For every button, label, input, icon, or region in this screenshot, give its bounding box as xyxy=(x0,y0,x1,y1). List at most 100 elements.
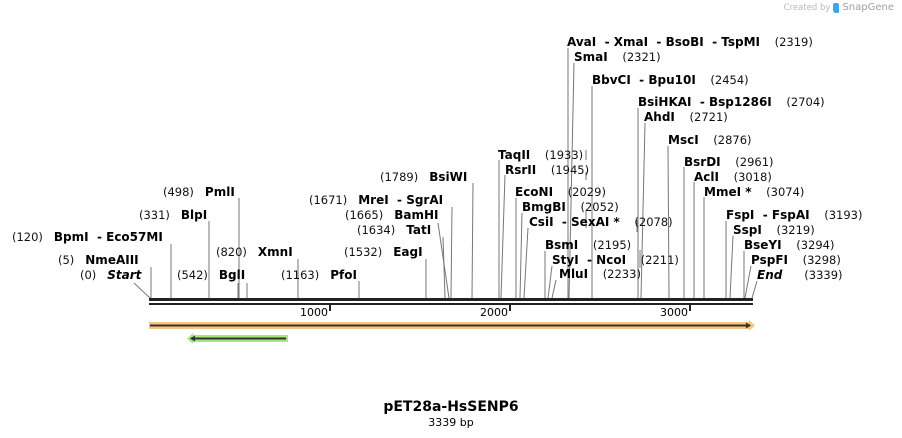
site-enzyme: MluI xyxy=(559,267,589,281)
site-enzyme: TatI xyxy=(406,223,432,237)
site-position: (2961) xyxy=(735,155,774,169)
site-position: (1671) xyxy=(309,193,348,207)
tick-label-1000: 1000 xyxy=(300,306,328,319)
site-label-bmgbi[interactable]: BmgBI (2052) xyxy=(522,200,619,214)
tick-label-3000: 3000 xyxy=(660,306,688,319)
site-label-pfoi[interactable]: (1163) PfoI xyxy=(281,268,357,282)
site-enzyme: BlpI xyxy=(180,208,208,222)
site-enzyme: BamHI xyxy=(394,208,439,222)
site-label-eagi[interactable]: (1532) EagI xyxy=(344,245,423,259)
site-position: (3074) xyxy=(766,185,805,199)
site-enzyme: MscI xyxy=(668,133,699,147)
site-label-pspfi[interactable]: PspFI (3298) xyxy=(751,253,841,267)
orange-feature-arrow[interactable] xyxy=(149,320,755,331)
site-enzyme: Start xyxy=(107,268,142,282)
site-label-msci[interactable]: MscI (2876) xyxy=(668,133,752,147)
site-label-bbvci-bpu10i[interactable]: BbvCI - Bpu10I (2454) xyxy=(592,73,749,87)
site-label-xmni[interactable]: (820) XmnI xyxy=(216,245,293,259)
site-enzyme: PspFI xyxy=(751,253,788,267)
site-position: (2876) xyxy=(713,133,752,147)
site-label-avai-xmai-bsobi-tspmi[interactable]: AvaI - XmaI - BsoBI - TspMI (2319) xyxy=(567,35,813,49)
site-label-fspi-fspai[interactable]: FspI - FspAI (3193) xyxy=(726,208,862,222)
site-label-start[interactable]: (0) Start xyxy=(80,268,141,282)
watermark-prefix: Created by xyxy=(783,2,831,13)
site-position: (2052) xyxy=(580,200,619,214)
site-position: (0) xyxy=(80,268,97,282)
site-label-bsihkai-bsp1286i[interactable]: BsiHKAI - Bsp1286I (2704) xyxy=(638,95,825,109)
site-position: (2454) xyxy=(710,73,749,87)
site-enzyme: TaqII xyxy=(498,148,531,162)
site-enzyme: MmeI * xyxy=(704,185,752,199)
site-position: (2195) xyxy=(592,238,632,252)
plasmid-name: pET28a-HsSENP6 xyxy=(383,399,519,415)
site-label-mrei-sgrai[interactable]: (1671) MreI - SgrAI xyxy=(309,193,443,207)
site-enzyme: SspI xyxy=(733,223,762,237)
site-label-bamhi[interactable]: (1665) BamHI xyxy=(345,208,438,222)
site-label-bsrdi[interactable]: BsrDI (2961) xyxy=(684,155,774,169)
site-enzyme: BmgBI xyxy=(522,200,566,214)
site-enzyme: EcoNI xyxy=(515,185,554,199)
site-position: (1163) xyxy=(281,268,320,282)
site-label-mlui[interactable]: MluI (2233) xyxy=(559,267,641,281)
site-enzyme: MreI - SgrAI xyxy=(358,193,444,207)
site-label-mmei[interactable]: MmeI * (3074) xyxy=(704,185,804,199)
site-enzyme: FspI - FspAI xyxy=(726,208,810,222)
site-position: (3219) xyxy=(776,223,815,237)
site-position: (1665) xyxy=(345,208,384,222)
site-label-bpmi-eco57mi[interactable]: (120) BpmI - Eco57MI xyxy=(12,230,163,244)
site-label-bsmi[interactable]: BsmI (2195) xyxy=(545,238,631,252)
backbone-bottom-strand xyxy=(149,303,753,305)
site-enzyme: AvaI - XmaI - BsoBI - TspMI xyxy=(567,35,760,49)
site-label-smai[interactable]: SmaI (2321) xyxy=(574,50,661,64)
site-position: (1634) xyxy=(357,223,396,237)
site-label-ahdi[interactable]: AhdI (2721) xyxy=(644,110,728,124)
site-label-blpi[interactable]: (331) BlpI xyxy=(139,208,207,222)
site-label-rsrii[interactable]: RsrII (1945) xyxy=(505,163,589,177)
site-label-bsiwi[interactable]: (1789) BsiWI xyxy=(380,170,467,184)
site-position: (2029) xyxy=(567,185,606,199)
backbone-top-strand xyxy=(149,298,753,301)
watermark-brand: SnapGene xyxy=(842,2,894,13)
site-position: (542) xyxy=(177,268,208,282)
site-position: (3298) xyxy=(802,253,841,267)
site-label-bgli[interactable]: (542) BglI xyxy=(177,268,245,282)
site-label-nmeaiii[interactable]: (5) NmeAIII xyxy=(58,253,139,267)
site-position: (2721) xyxy=(689,110,728,124)
site-enzyme: BpmI - Eco57MI xyxy=(53,230,163,244)
plasmid-length: 3339 bp xyxy=(428,416,474,429)
site-label-pmli[interactable]: (498) PmlI xyxy=(163,185,235,199)
site-position: (2319) xyxy=(774,35,813,49)
site-enzyme: NmeAIII xyxy=(85,253,139,267)
site-position: (2321) xyxy=(622,50,661,64)
site-position: (1789) xyxy=(380,170,419,184)
site-label-csii-sexai[interactable]: CsiI - SexAI * (2078) xyxy=(529,215,673,229)
site-enzyme: StyI - NcoI xyxy=(552,253,627,267)
site-position: (120) xyxy=(12,230,43,244)
site-position: (2078) xyxy=(634,215,673,229)
site-position: (820) xyxy=(216,245,247,259)
site-label-end[interactable]: End (3339) xyxy=(757,268,843,282)
site-enzyme: BsiWI xyxy=(429,170,468,184)
site-label-taqii[interactable]: TaqII (1933) xyxy=(498,148,583,162)
site-leader-lines xyxy=(133,48,758,299)
site-label-acli[interactable]: AclI (3018) xyxy=(694,170,772,184)
site-label-styi-ncoi[interactable]: StyI - NcoI (2211) xyxy=(552,253,679,267)
green-feature-arrow[interactable] xyxy=(187,333,288,344)
site-enzyme: RsrII xyxy=(505,163,537,177)
scale-ticks xyxy=(329,305,691,311)
site-position: (1933) xyxy=(544,148,584,162)
site-position: (3018) xyxy=(733,170,772,184)
site-enzyme: End xyxy=(757,268,783,282)
site-position: (2704) xyxy=(786,95,825,109)
site-position: (3339) xyxy=(804,268,843,282)
site-enzyme: PfoI xyxy=(330,268,357,282)
site-label-sspi[interactable]: SspI (3219) xyxy=(733,223,815,237)
site-enzyme: BglI xyxy=(218,268,246,282)
site-label-bseyi[interactable]: BseYI (3294) xyxy=(744,238,834,252)
site-label-tati[interactable]: (1634) TatI xyxy=(357,223,431,237)
site-label-econi[interactable]: EcoNI (2029) xyxy=(515,185,606,199)
site-position: (2233) xyxy=(602,267,641,281)
site-position: (1532) xyxy=(344,245,383,259)
